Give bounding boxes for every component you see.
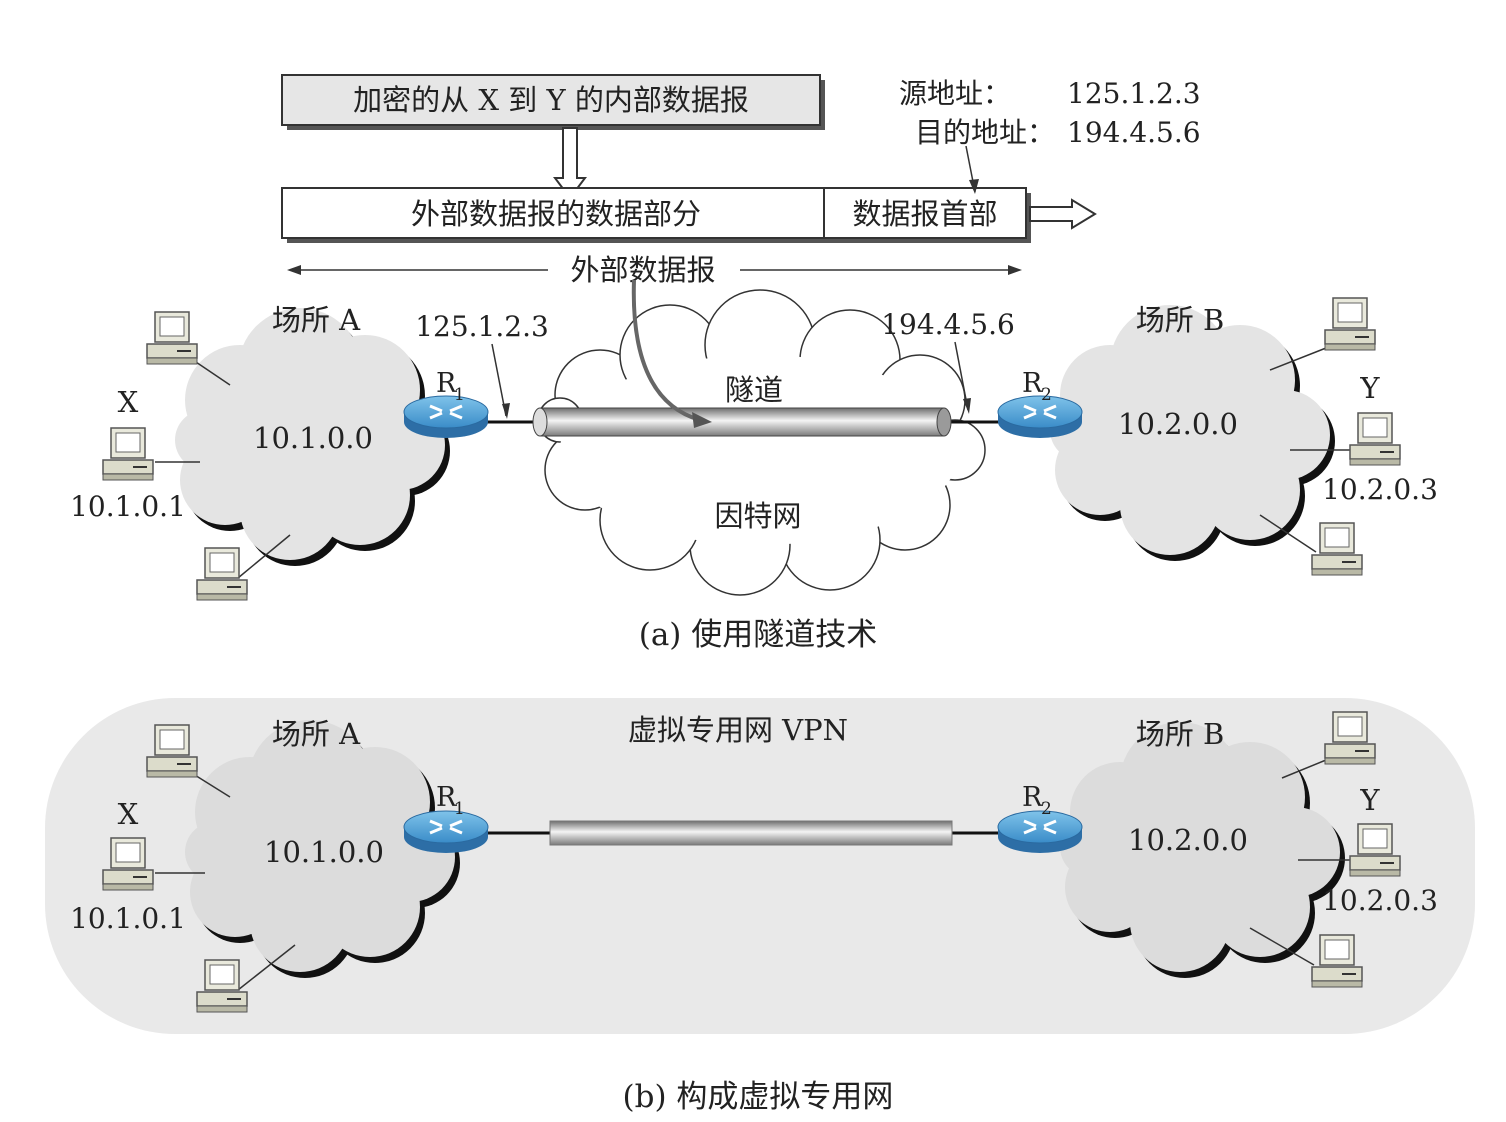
vpn-label: 虚拟专用网 VPN <box>628 713 848 747</box>
pc-icon <box>1349 412 1401 466</box>
tunnel-pipe <box>532 407 952 437</box>
host-y-label-b: Y <box>1359 783 1380 817</box>
site-b-label: 场所 B <box>1136 303 1225 337</box>
pc-icon <box>1324 711 1376 765</box>
host-x-label: X <box>118 385 139 419</box>
src-addr-label: 源地址： <box>899 77 1011 110</box>
pc-icon <box>196 959 248 1013</box>
into-tunnel-arrow <box>631 279 701 422</box>
site-a-label: 场所 A <box>272 303 361 337</box>
send-right-arrow <box>1029 198 1097 230</box>
tunnel-label: 隧道 <box>725 373 783 407</box>
pc-icon <box>146 311 198 365</box>
outer-datagram: 外部数据报的数据部分 数据报首部 <box>281 187 1031 243</box>
vpn-pipe <box>549 820 953 846</box>
encrypted-datagram-label: 加密的从 X 到 Y 的内部数据报 <box>353 83 749 117</box>
pc-icon <box>1349 823 1401 877</box>
host-x-ip-b: 10.1.0.1 <box>70 902 186 935</box>
router-r1-b: R 1 <box>402 782 490 855</box>
router-r1-label-b: R <box>436 782 457 813</box>
router-r2: R 2 <box>996 368 1084 440</box>
pc-icon <box>196 547 248 601</box>
pc-icon <box>146 724 198 778</box>
site-b-cloud-b: 10.2.0.0 <box>1060 722 1345 978</box>
outer-header-label: 数据报首部 <box>852 197 997 231</box>
site-a-label-b: 场所 A <box>272 717 361 751</box>
internet-label: 因特网 <box>714 499 801 533</box>
net-b-label: 10.2.0.0 <box>1118 407 1238 441</box>
net-b-label-b: 10.2.0.0 <box>1128 823 1248 857</box>
site-b-label-b: 场所 B <box>1136 717 1225 751</box>
pc-icon <box>1311 934 1363 988</box>
pc-icon <box>102 837 154 891</box>
host-y-ip-b: 10.2.0.3 <box>1322 884 1438 917</box>
dst-addr-ip: 194.4.5.6 <box>1067 116 1201 149</box>
caption-a: (a) 使用隧道技术 <box>639 617 878 653</box>
pc-icon <box>1324 297 1376 351</box>
net-a-label-b: 10.1.0.0 <box>264 835 384 869</box>
router-r1-sub: 1 <box>454 385 465 405</box>
outer-data-part-label: 外部数据报的数据部分 <box>411 197 701 231</box>
host-y-label: Y <box>1359 371 1380 405</box>
outer-datagram-label: 外部数据报 <box>570 253 715 287</box>
encrypted-inner-datagram: 加密的从 X 到 Y 的内部数据报 <box>281 74 825 130</box>
router-r1-sub-b: 1 <box>454 799 465 819</box>
host-y-ip: 10.2.0.3 <box>1322 473 1438 506</box>
r2-ip-label: 194.4.5.6 <box>881 308 1015 341</box>
dst-addr-label: 目的地址： <box>915 116 1055 149</box>
host-x-ip: 10.1.0.1 <box>70 490 186 523</box>
router-r2-label-b: R <box>1022 782 1043 813</box>
host-x-label-b: X <box>118 797 139 831</box>
router-r2-sub-b: 2 <box>1041 799 1052 819</box>
router-r2-b: R 2 <box>996 782 1084 855</box>
r1-ip-label: 125.1.2.3 <box>415 310 549 343</box>
site-b-cloud: 10.2.0.0 <box>1050 305 1335 561</box>
pc-icon <box>1311 522 1363 576</box>
router-r2-label: R <box>1022 368 1043 399</box>
outer-datagram-span: 外部数据报 <box>287 253 1022 287</box>
pc-icon <box>102 427 154 481</box>
router-r1: R 1 <box>402 368 490 440</box>
net-a-label: 10.1.0.0 <box>253 421 373 455</box>
caption-b: (b) 构成虚拟专用网 <box>623 1079 894 1115</box>
src-addr-ip: 125.1.2.3 <box>1067 77 1201 110</box>
site-a-cloud: 10.1.0.0 <box>175 308 450 566</box>
router-r2-sub: 2 <box>1041 385 1052 405</box>
router-r1-label: R <box>436 368 457 399</box>
